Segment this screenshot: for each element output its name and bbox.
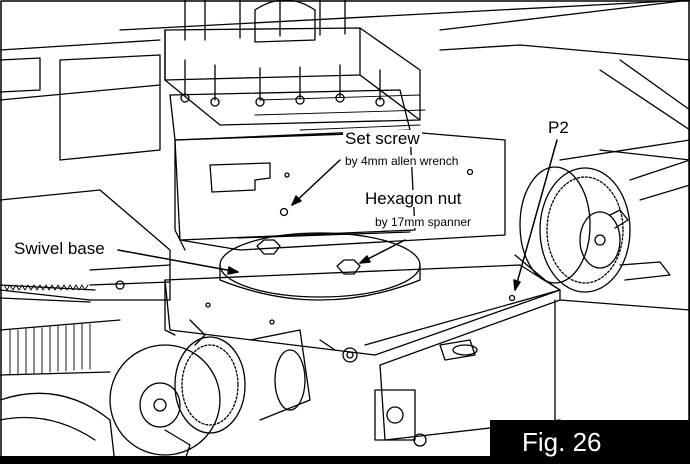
- p2-leader: [514, 139, 558, 291]
- swivel-base-arrowhead: [227, 266, 239, 275]
- tool-holder-block: [174, 131, 506, 251]
- set-screw-tool-label: by 4mm allen wrench: [343, 154, 461, 168]
- rack: [0, 284, 96, 303]
- swivel-base-label: Swivel base: [12, 239, 107, 258]
- p2-label: P2: [546, 118, 571, 137]
- leadscrew: [0, 319, 121, 376]
- compound-slide: [164, 254, 561, 366]
- p2-arrowhead: [513, 279, 521, 291]
- leader-lines: [117, 139, 558, 291]
- figure-label: Fig. 26: [490, 420, 690, 464]
- hexagon-nut-tool-label: by 17mm spanner: [373, 215, 474, 229]
- swivel-base: [219, 231, 421, 301]
- tool-post: [164, 0, 426, 141]
- carriage-body: [0, 0, 690, 331]
- cross-slide-handwheel: [519, 159, 690, 293]
- set-screw-arrowhead: [291, 195, 302, 206]
- set-screw-label: Set screw: [343, 129, 422, 148]
- compound-handwheel: [0, 329, 311, 464]
- hexagon-nut-label: Hexagon nut: [363, 189, 464, 208]
- set-screw-leader: [291, 159, 341, 206]
- hexagon-nut-arrowhead: [359, 255, 371, 264]
- swivel-base-leader: [117, 249, 239, 273]
- bottom-bar: [0, 456, 690, 464]
